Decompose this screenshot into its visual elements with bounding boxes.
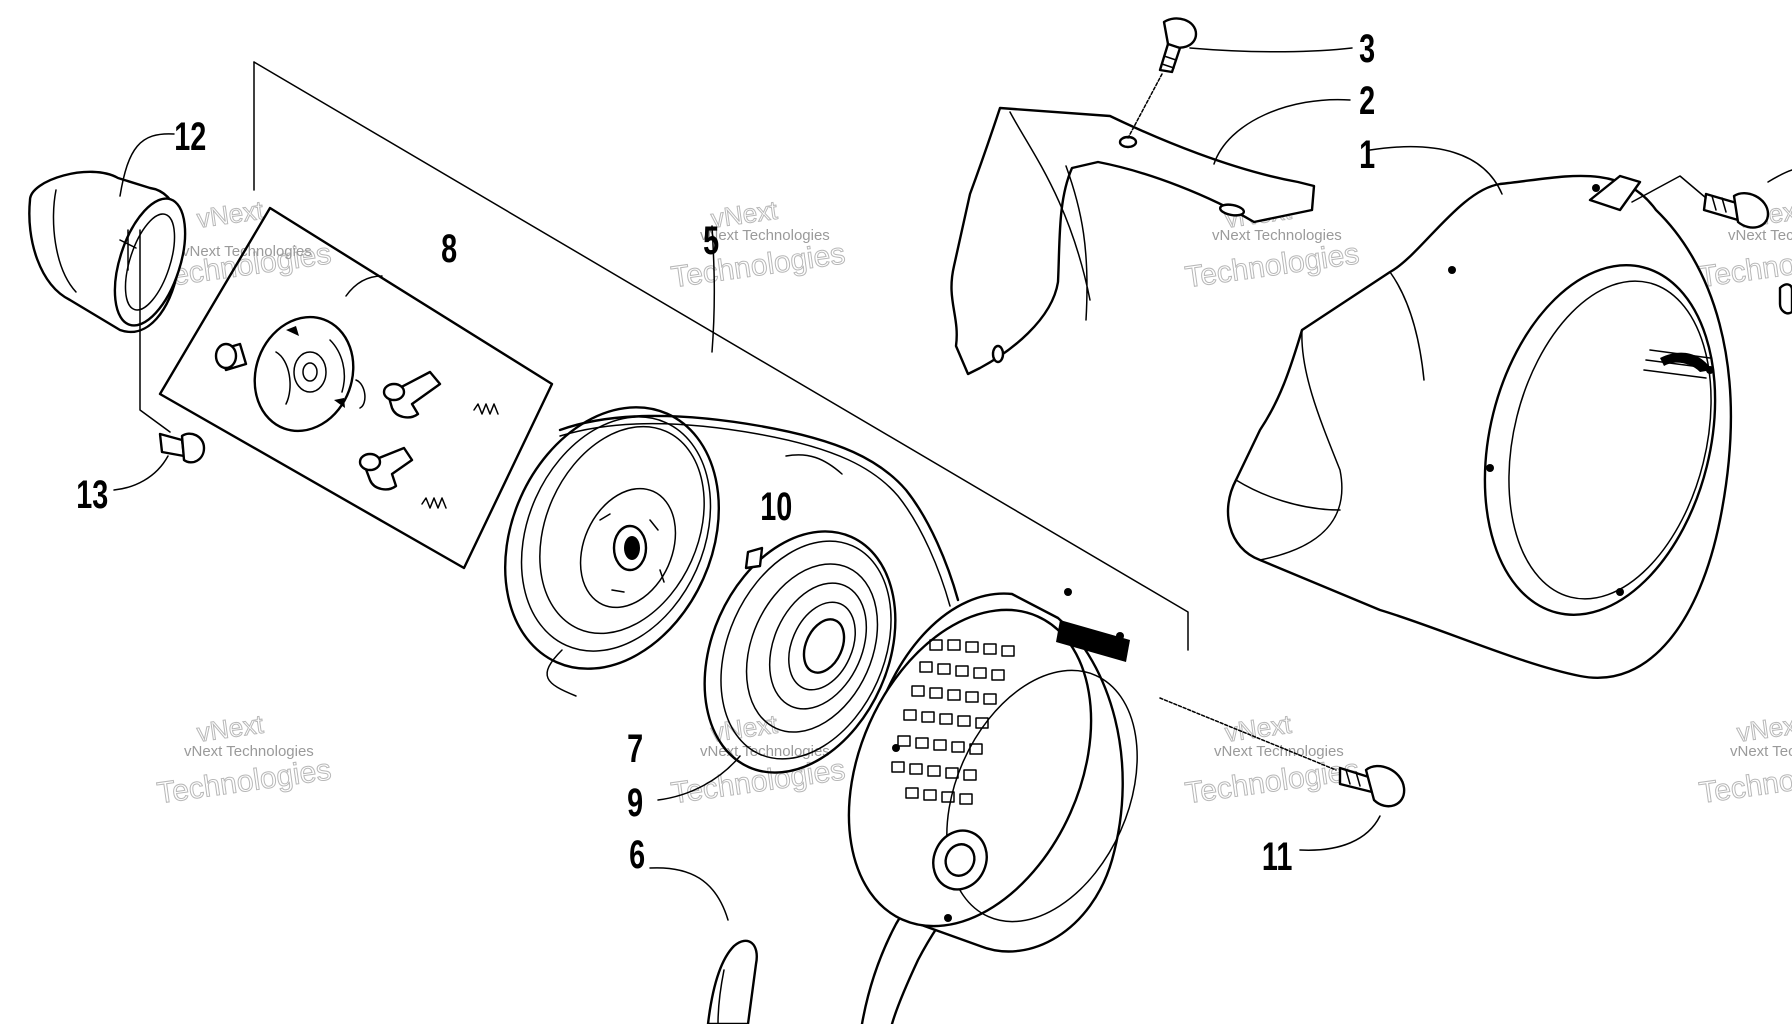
part-bolt-right	[1702, 191, 1770, 229]
part-fan-shroud	[1226, 174, 1732, 679]
part-pawl-kit	[158, 206, 554, 570]
leader-3	[1189, 47, 1353, 53]
watermark-small: vNext Technologies	[1728, 227, 1792, 244]
callout-5: 5	[703, 218, 719, 263]
callout-6: 6	[629, 832, 645, 877]
leader-line-bolt	[1159, 697, 1337, 771]
leader-7	[546, 649, 577, 697]
callout-3: 3	[1359, 26, 1375, 71]
leader-2	[1213, 98, 1351, 165]
watermark: vNext Technologies vNext Technologies	[1697, 708, 1792, 810]
part-bolt-3	[1158, 17, 1198, 74]
leader-offpage	[1767, 169, 1792, 183]
part-handle	[706, 939, 758, 1024]
callout-labels: 3 2 1 5 6 7 8 9 10 11 12 13	[76, 26, 1375, 879]
callout-8: 8	[441, 226, 457, 271]
watermark-line2: Technologies	[669, 237, 847, 294]
watermark-small: vNext Technologies	[182, 243, 312, 260]
part-rope	[558, 414, 960, 602]
watermark: vNext Technologies vNext Technologies	[1183, 708, 1362, 811]
callout-7: 7	[627, 726, 643, 771]
watermark-small: vNext Technologies	[1730, 743, 1792, 760]
leader-9	[657, 755, 741, 801]
part-bracket	[950, 106, 1316, 376]
watermark: vNext Technologies vNext Technologies	[155, 708, 334, 811]
watermark-small: vNext Technologies	[700, 743, 830, 760]
part-bolt-13	[158, 432, 206, 464]
watermark-line1: vNext	[195, 195, 266, 234]
part-bolt-11	[1338, 764, 1406, 808]
callout-2: 2	[1359, 78, 1375, 123]
watermark-small: vNext Technologies	[700, 227, 830, 244]
callout-12: 12	[174, 114, 206, 159]
leader-8	[345, 275, 383, 297]
callout-10: 10	[760, 484, 792, 529]
callout-13: 13	[76, 472, 108, 517]
part-pulley	[504, 406, 720, 670]
part-rope-inner	[559, 422, 951, 607]
leader-right-bolt	[1631, 175, 1707, 203]
leader-11	[1299, 815, 1381, 851]
watermark-small: vNext Technologies	[1212, 227, 1342, 244]
leader-1	[1369, 145, 1503, 195]
part-recoil-spring	[703, 530, 897, 774]
assembly-bracket-line	[253, 61, 1189, 651]
watermark-line2: Technologies	[1697, 237, 1792, 294]
watermark: vNext Technologies vNext Technologies	[669, 194, 848, 295]
part-starter-cup	[28, 170, 187, 333]
watermark-line2: Technologies	[1183, 753, 1361, 810]
leader-12	[119, 133, 175, 197]
vent-grid	[891, 620, 1130, 805]
watermark-line2: Technologies	[1183, 237, 1361, 294]
callout-9: 9	[627, 780, 643, 825]
watermark-line2: Technologies	[669, 753, 847, 810]
watermark-line2: Technologies	[1697, 753, 1792, 810]
leader-13	[113, 455, 169, 491]
leader-12-13	[139, 229, 171, 433]
part-offpage-fragment	[1778, 283, 1792, 315]
watermark-line2: Technologies	[155, 753, 333, 810]
leader-line-3	[1127, 73, 1163, 139]
leader-5	[711, 225, 716, 353]
part-recoil-housing	[847, 588, 1138, 953]
watermark-line1: vNext	[195, 709, 266, 748]
callout-1: 1	[1359, 132, 1375, 177]
callout-11: 11	[1262, 834, 1292, 879]
watermark-line1: vNext	[1735, 709, 1792, 748]
watermark-small: vNext Technologies	[1214, 743, 1344, 760]
leader-6	[649, 867, 729, 921]
watermark-small: vNext Technologies	[184, 743, 314, 760]
leader-10	[785, 454, 843, 475]
